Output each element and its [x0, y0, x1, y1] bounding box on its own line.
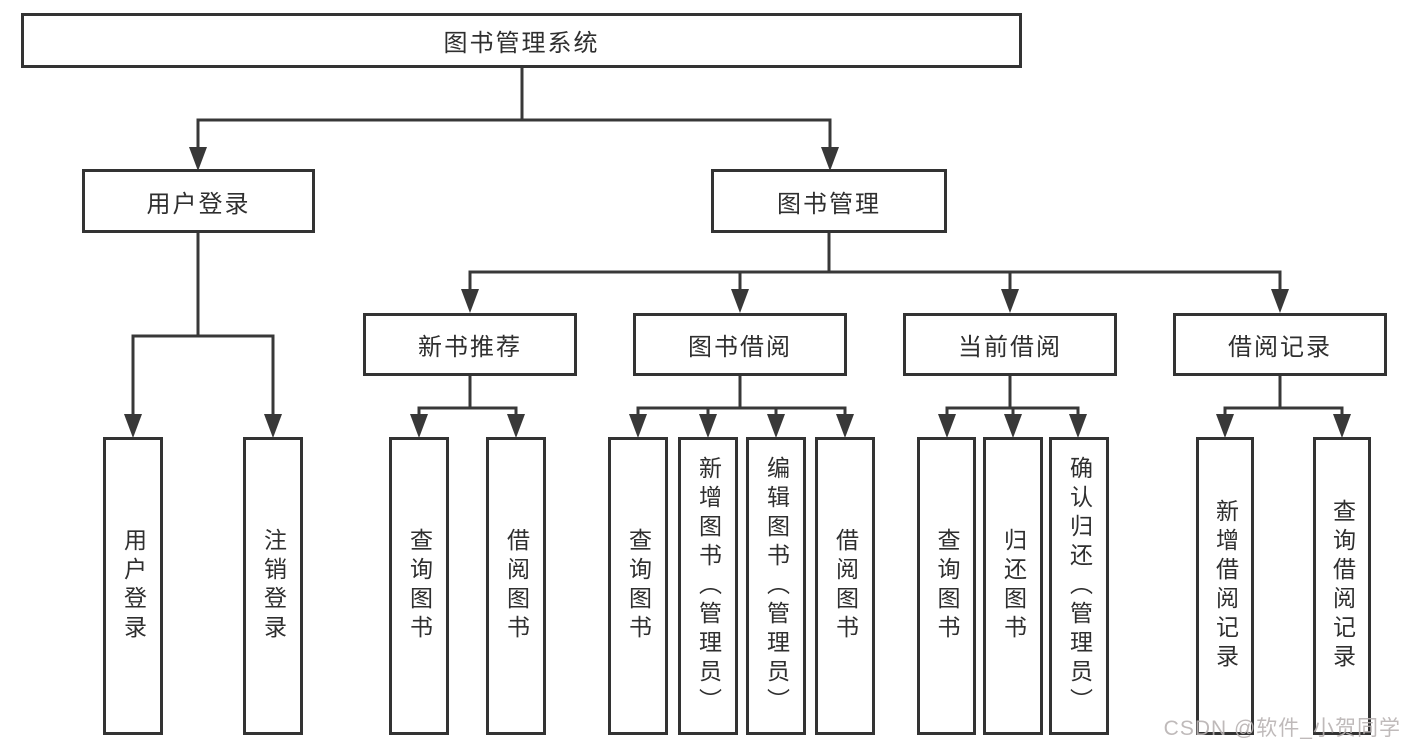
arrowhead-icon [264, 414, 282, 438]
leaf-add-borrow-record: 新增借阅记录 [1196, 437, 1254, 735]
leaf-logout: 注销登录 [243, 437, 303, 735]
arrowhead-icon [1216, 414, 1234, 438]
leaf-return-books: 归还图书 [983, 437, 1043, 735]
arrowhead-icon [629, 414, 647, 438]
arrowhead-icon [1271, 289, 1289, 313]
arrowhead-icon [1004, 414, 1022, 438]
arrowhead-icon [699, 414, 717, 438]
arrowhead-icon [1333, 414, 1351, 438]
arrowhead-icon [821, 147, 839, 171]
arrowhead-icon [1069, 414, 1087, 438]
arrowhead-icon [507, 414, 525, 438]
node-book-borrowing: 图书借阅 [633, 313, 847, 376]
arrowhead-icon [836, 414, 854, 438]
node-book-management: 图书管理 [711, 169, 947, 233]
arrowhead-icon [767, 414, 785, 438]
leaf-query-books-recommend: 查询图书 [389, 437, 449, 735]
watermark: CSDN @软件_小贺同学 [1163, 717, 1401, 740]
node-borrowing-records: 借阅记录 [1173, 313, 1387, 376]
arrowhead-icon [1001, 289, 1019, 313]
arrowhead-icon [124, 414, 142, 438]
arrowhead-icon [410, 414, 428, 438]
leaf-edit-books-admin: 编辑图书（管理员） [746, 437, 806, 735]
node-new-book-recommendation: 新书推荐 [363, 313, 577, 376]
leaf-user-login: 用户登录 [103, 437, 163, 735]
arrowhead-icon [461, 289, 479, 313]
leaf-query-borrow-record: 查询借阅记录 [1313, 437, 1371, 735]
node-user-login: 用户登录 [82, 169, 315, 233]
leaf-borrow-books: 借阅图书 [815, 437, 875, 735]
arrowhead-icon [731, 289, 749, 313]
leaf-query-books-current: 查询图书 [917, 437, 976, 735]
node-library-management-system: 图书管理系统 [21, 13, 1022, 68]
arrowhead-icon [189, 147, 207, 171]
leaf-query-books-borrow: 查询图书 [608, 437, 668, 735]
leaf-confirm-return-admin: 确认归还（管理员） [1049, 437, 1109, 735]
leaf-add-books-admin: 新增图书（管理员） [678, 437, 738, 735]
node-current-borrowing: 当前借阅 [903, 313, 1117, 376]
arrowhead-group [124, 147, 1351, 438]
arrowhead-icon [938, 414, 956, 438]
connector-paths [131, 67, 1344, 417]
leaf-borrow-books-recommend: 借阅图书 [486, 437, 546, 735]
